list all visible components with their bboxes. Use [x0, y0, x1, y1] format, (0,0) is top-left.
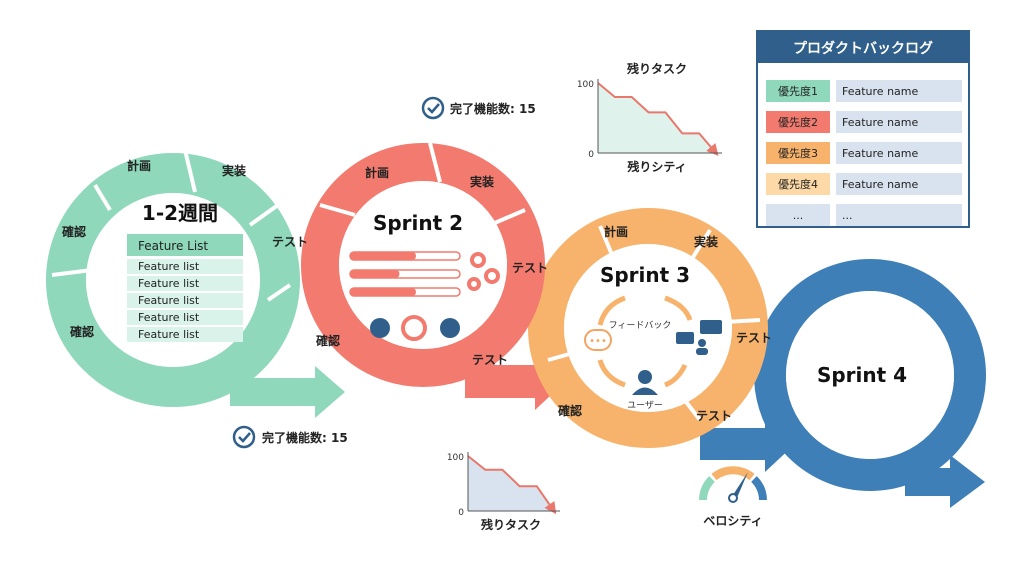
backlog-priority: 優先度4	[778, 177, 818, 191]
feature-list-item: Feature list	[138, 277, 200, 290]
sprint4-title: Sprint 4	[817, 363, 907, 387]
sprint1-cycle: 計画 実装 テスト 確認 確認 1-2週間 Feature List Featu…	[46, 149, 308, 407]
sprint1-title: 1-2週間	[142, 201, 218, 225]
chat-bubble-icon: •••	[584, 329, 612, 351]
backlog-feature-name: Feature name	[842, 116, 918, 129]
backlog-name-cell	[836, 204, 962, 226]
backlog-priority-cell	[766, 80, 830, 102]
chart-x-label: 残りシティ	[627, 159, 686, 174]
sprint2-step-test: テスト	[512, 261, 548, 275]
feedback-label: フィードバック	[609, 320, 672, 331]
burndown-chart-bottom: 100 0 残りタスク	[447, 452, 560, 532]
progress-fill	[350, 288, 416, 296]
sprint3-step-test: テスト	[736, 331, 772, 345]
sprint3-cycle: 計画 実装 テスト 確認 テスト Sprint 3 ••• フィードバック ユー…	[528, 208, 772, 448]
backlog-priority: 優先度3	[778, 146, 818, 160]
gears-icon	[467, 252, 500, 291]
backlog-priority-cell	[766, 111, 830, 133]
user-label: ユーザー	[627, 400, 663, 411]
svg-text:完了機能数: 15: 完了機能数: 15	[262, 430, 348, 445]
feature-list-row	[127, 259, 243, 274]
velocity-gauge: ベロシティ	[699, 466, 767, 528]
gear-icon	[401, 315, 427, 341]
chart-y-tick: 100	[447, 453, 464, 463]
chart-y-tick: 0	[588, 150, 594, 160]
gauge-needle	[731, 472, 748, 500]
sprint2-progress-bars	[349, 251, 461, 297]
backlog-priority: ...	[793, 209, 804, 222]
sprint1-step-plan: 計画	[127, 158, 151, 173]
chart-area	[598, 83, 716, 153]
backlog-feature-name: ...	[842, 209, 853, 222]
chart-line	[467, 455, 557, 515]
backlog-title: プロダクトバックログ	[793, 40, 933, 57]
sprint3-title: Sprint 3	[600, 263, 690, 287]
sprint3-step-test-2: テスト	[696, 409, 732, 423]
backlog-priority: 優先度1	[778, 84, 818, 98]
feedback-cycle-arrows	[597, 295, 693, 388]
sprint2-step-test-2: テスト	[472, 353, 508, 367]
check-circle-icon	[421, 96, 445, 120]
completed-count-top: 完了機能数: 15	[421, 96, 536, 120]
progress-fill	[350, 252, 416, 260]
chart-x-label: 残りタスク	[481, 517, 541, 532]
sprint2-step-review: 確認	[316, 333, 340, 348]
sprint2-cycle: 計画 実装 テスト 確認 テスト Sprint 2	[301, 142, 548, 387]
feature-list-row	[127, 293, 243, 308]
arrow-1-to-2	[230, 366, 345, 418]
tools-icon	[440, 318, 460, 338]
user-icon	[632, 370, 658, 395]
backlog-priority-cell	[766, 173, 830, 195]
backlog-name-cell	[836, 111, 962, 133]
sprint3-step-plan: 計画	[604, 224, 628, 239]
backlog-priority-cell	[766, 142, 830, 164]
feature-list-item: Feature list	[138, 328, 200, 341]
backlog-name-cell	[836, 80, 962, 102]
sprint4-cycle: Sprint 4	[754, 259, 986, 491]
sprint1-step-build: 実装	[222, 163, 246, 178]
sprint1-step-review: 確認	[62, 224, 86, 239]
sprint2-step-plan: 計画	[365, 165, 389, 180]
feature-list-item: Feature list	[138, 260, 200, 273]
backlog-priority: 優先度2	[778, 115, 818, 129]
backlog-feature-name: Feature name	[842, 85, 918, 98]
sprint3-step-build: 実装	[694, 234, 718, 249]
feature-list-row	[127, 310, 243, 325]
backlog-priority-cell	[766, 204, 830, 226]
backlog-feature-name: Feature name	[842, 147, 918, 160]
feature-list-row	[127, 276, 243, 291]
sprint1-step-review-2: 確認	[70, 324, 94, 339]
chart-title: 残りタスク	[627, 61, 687, 76]
check-circle-icon	[232, 425, 256, 449]
progress-fill	[350, 270, 400, 278]
sprint2-title: Sprint 2	[373, 211, 463, 235]
feature-list-item: Feature list	[138, 294, 200, 307]
chart-area	[468, 456, 554, 511]
backlog-name-cell	[836, 142, 962, 164]
sprint1-step-test: テスト	[272, 235, 308, 249]
svg-text:•••: •••	[589, 336, 607, 347]
completed-count-bottom: 完了機能数: 15	[232, 425, 348, 449]
feature-list-item: Feature list	[138, 311, 200, 324]
feature-list-header: Feature List	[138, 239, 208, 253]
velocity-label: ベロシティ	[703, 514, 762, 528]
backlog-feature-name: Feature name	[842, 178, 918, 191]
chart-y-tick: 0	[458, 508, 464, 518]
feature-list-row	[127, 327, 243, 342]
sprint3-step-review: 確認	[558, 403, 582, 418]
svg-text:完了機能数: 15: 完了機能数: 15	[450, 101, 536, 116]
backlog-name-cell	[836, 173, 962, 195]
chart-y-tick: 100	[577, 80, 594, 90]
chart-line	[597, 82, 719, 157]
sprint2-step-build: 実装	[470, 174, 494, 189]
team-chat-icon	[676, 320, 722, 355]
wrench-icon	[370, 318, 390, 338]
